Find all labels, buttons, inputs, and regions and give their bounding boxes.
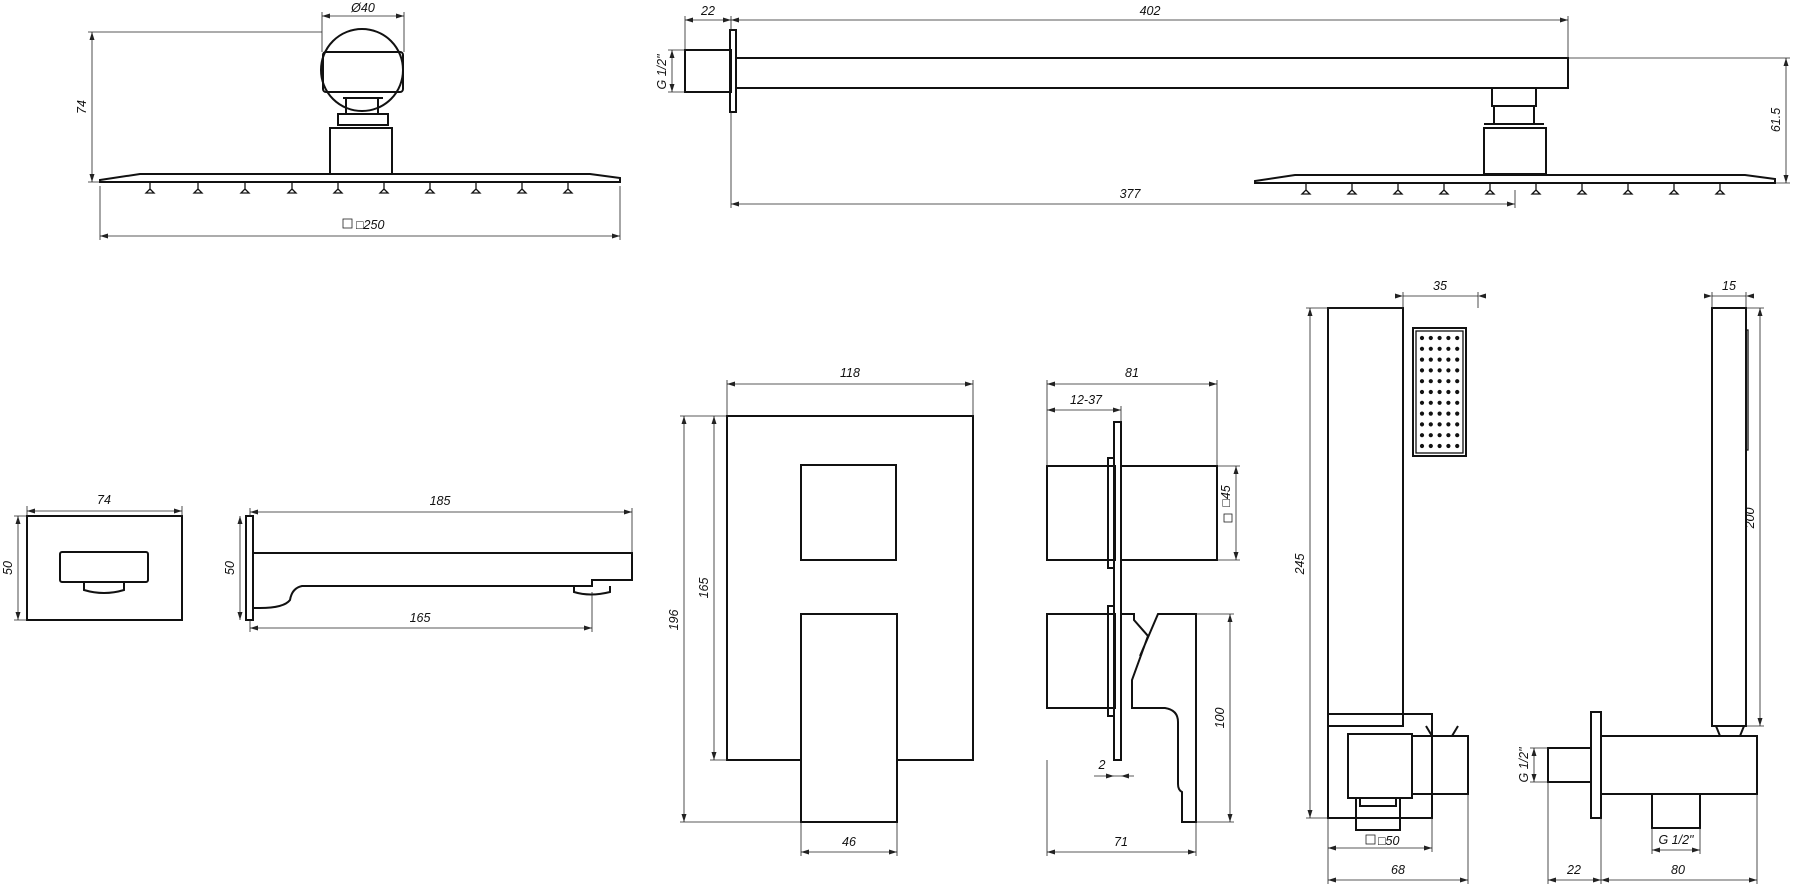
dim-shower-height: 245 — [1293, 554, 1307, 576]
spout-front-view: 74 50 — [1, 493, 183, 621]
nozzle-dot — [1446, 443, 1451, 449]
nozzle-dot — [1419, 422, 1425, 427]
dim-spout-side-height: 50 — [223, 561, 237, 575]
nozzle-dot — [1428, 379, 1433, 384]
nozzle-dot — [1446, 433, 1451, 438]
nozzle-dot — [1428, 357, 1433, 362]
nozzle-dot — [1437, 379, 1442, 384]
dim-drop: 61.5 — [1769, 108, 1783, 132]
dim-spout-length: 185 — [430, 494, 451, 508]
dim-diameter: Ø40 — [350, 1, 375, 15]
nozzle-dot — [1446, 379, 1451, 384]
nozzle-dot — [1455, 411, 1460, 416]
nozzle-dot — [1446, 411, 1451, 416]
dim-holder: □50 — [1378, 834, 1400, 848]
dim-side-length: 200 — [1743, 508, 1757, 530]
nozzle-dot — [1419, 400, 1425, 405]
dim-mixer-width: 118 — [840, 366, 860, 380]
nozzle-grid — [1419, 335, 1460, 449]
spout-side-view: 185 50 165 — [223, 494, 633, 632]
nozzle-dot — [1437, 368, 1442, 373]
nozzle-dot — [1419, 379, 1425, 384]
nozzle-dot — [1428, 400, 1433, 405]
dim-side-stub: 22 — [1566, 863, 1581, 877]
nozzle-dot — [1428, 422, 1433, 427]
nozzle-dot — [1446, 346, 1451, 351]
mixer-side-view: 81 12-37 □45 100 2 71 — [1046, 366, 1240, 856]
nozzle-dot — [1446, 422, 1451, 427]
nozzle-dot — [1455, 368, 1460, 373]
wall-arm-view: 22 402 G 1/2" 61.5 377 — [655, 4, 1790, 208]
dim-gap: 2 — [1098, 758, 1106, 772]
dim-spout-width: 74 — [97, 493, 111, 507]
nozzle-dot — [1419, 389, 1425, 395]
hand-shower-side-view: 15 200 G 1/2" G 1/2" 22 80 — [1517, 279, 1764, 884]
hand-shower-front-view: 35 245 □50 68 — [1293, 279, 1486, 884]
dim-spout-reach: 165 — [410, 611, 431, 625]
nozzle-dot — [1419, 346, 1425, 351]
nozzle-dot — [1437, 400, 1442, 405]
dim-thread: G 1/2" — [655, 54, 669, 90]
nozzle-dot — [1428, 411, 1433, 416]
dim-side-thread-out: G 1/2" — [1658, 833, 1694, 847]
nozzle-dot — [1446, 389, 1451, 395]
nozzle-dot — [1437, 357, 1442, 362]
nozzle-dot — [1446, 357, 1451, 362]
nozzle-dot — [1446, 368, 1451, 373]
nozzle-dot — [1419, 433, 1425, 438]
nozzle-dot — [1437, 346, 1442, 351]
nozzle-dot — [1446, 335, 1451, 341]
nozzle-dot — [1455, 389, 1460, 395]
nozzle-dot — [1437, 335, 1442, 341]
nozzle-dot — [1428, 368, 1433, 373]
dim-square: □250 — [356, 218, 384, 232]
nozzle-dot — [1428, 335, 1433, 341]
nozzle-dot — [1455, 357, 1460, 362]
dim-knob: □45 — [1219, 485, 1233, 507]
nozzle-dot — [1455, 379, 1460, 384]
nozzle-dot — [1455, 422, 1460, 427]
nozzle-dot — [1455, 400, 1460, 405]
dim-lever-depth: 71 — [1114, 835, 1128, 849]
dim-mixer-height: 196 — [667, 610, 681, 631]
nozzle-dot — [1419, 368, 1425, 373]
nozzle-dot — [1446, 400, 1451, 405]
nozzle-dot — [1419, 335, 1425, 341]
nozzle-dot — [1428, 433, 1433, 438]
dim-mixer-depth: 81 — [1125, 366, 1139, 380]
dim-side-thread-in: G 1/2" — [1517, 747, 1531, 783]
dim-lever-width: 46 — [842, 835, 856, 849]
nozzle-dot — [1419, 443, 1425, 449]
dim-side-width: 80 — [1671, 863, 1685, 877]
dim-stub: 22 — [700, 4, 715, 18]
nozzle-dot — [1455, 433, 1460, 438]
nozzle-dot — [1437, 389, 1442, 395]
mixer-front-view: 118 196 165 46 — [667, 366, 974, 856]
dim-head-width: 35 — [1433, 279, 1447, 293]
nozzle-dot — [1428, 389, 1433, 395]
dim-arm-length: 402 — [1140, 4, 1161, 18]
dim-holder-width: 68 — [1391, 863, 1405, 877]
dim-plate-height: 165 — [697, 578, 711, 599]
dim-side-head: 15 — [1722, 279, 1736, 293]
nozzle-dot — [1437, 443, 1442, 449]
nozzle-dot — [1437, 411, 1442, 416]
nozzle-dot — [1455, 443, 1460, 449]
dim-lever-height: 100 — [1213, 708, 1227, 729]
dim-install-range: 12-37 — [1070, 393, 1103, 407]
nozzle-dot — [1437, 433, 1442, 438]
dim-spout-height: 50 — [1, 561, 15, 575]
nozzle-dot — [1455, 335, 1460, 341]
ceiling-shower-head-view: Ø40 74 □250 — [75, 1, 621, 240]
dim-height: 74 — [75, 100, 89, 114]
nozzle-dot — [1419, 411, 1425, 416]
nozzle-dot — [1419, 357, 1425, 362]
nozzle-dot — [1455, 346, 1460, 351]
nozzle-dot — [1437, 422, 1442, 427]
nozzle-dot — [1428, 443, 1433, 449]
nozzle-dot — [1428, 346, 1433, 351]
dim-reach: 377 — [1120, 187, 1142, 201]
